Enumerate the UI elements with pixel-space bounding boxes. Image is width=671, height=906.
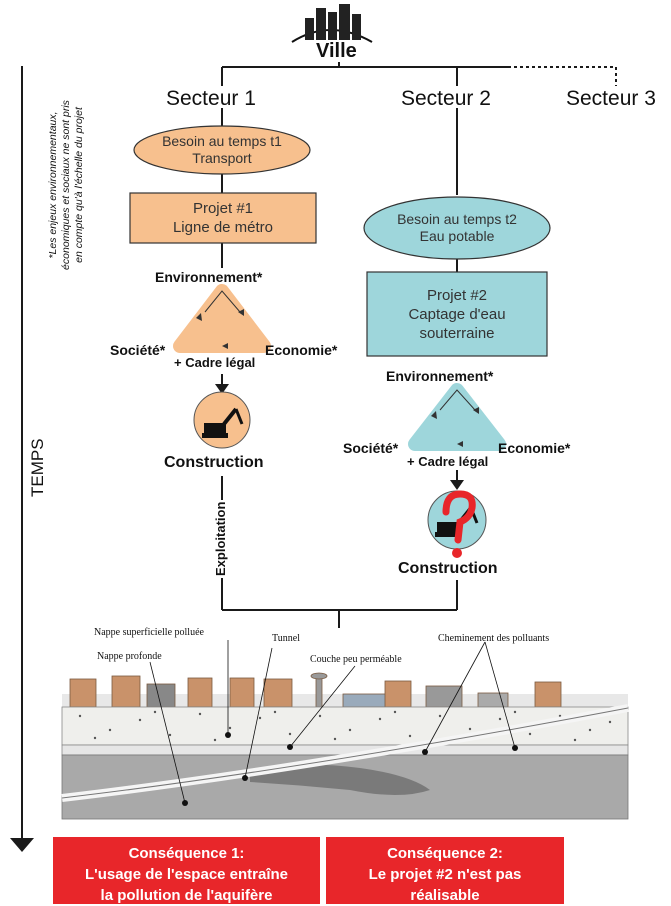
sector1-project-id: Projet #1 (192, 200, 254, 217)
label-nappe-profonde: Nappe profonde (97, 651, 162, 662)
sector1-legal-label: + Cadre légal (174, 355, 256, 370)
buildings (69, 672, 562, 708)
sector1-society-label: Société* (110, 342, 166, 358)
sector2-need-time: Besoin au temps t2 (397, 211, 517, 227)
sector1-need-time: Besoin au temps t1 (162, 133, 282, 149)
sector2-project-box (366, 271, 548, 357)
question-mark-icon (442, 490, 476, 558)
sector2-need: Besoin au temps t2 Eau potable (370, 208, 544, 248)
consequence-2-box: Conséquence 2: Le projet #2 n'est pas ré… (326, 837, 564, 904)
sector1-triangle (173, 284, 271, 353)
sector1-project-box (129, 192, 317, 244)
sector2-economy-label: Economie* (498, 440, 571, 456)
sector2-project: Projet #2 Captage d'eau souterraine (367, 272, 547, 356)
sector2-project-name-2: souterraine (419, 324, 495, 342)
sector2-society-label: Société* (343, 440, 399, 456)
sector1-project-name: Ligne de métro (172, 219, 274, 236)
sector1-economy-label: Economie* (265, 342, 338, 358)
sector1-need-type: Transport (192, 150, 252, 166)
consequence-2-title: Conséquence 2: (387, 845, 503, 862)
sector2-need-type: Eau potable (419, 228, 495, 244)
time-axis-label: TEMPS (28, 438, 47, 497)
sector2-legal-label: + Cadre légal (407, 454, 489, 469)
consequence-1-title: Conséquence 1: (128, 845, 245, 862)
excavator-icon-1 (193, 391, 251, 449)
time-axis-arrow (10, 66, 34, 852)
sector1-need-ellipse (133, 125, 311, 175)
consequence-2-line: réalisable (410, 887, 480, 904)
sector1-need: Besoin au temps t1 Transport (140, 130, 304, 170)
label-nappe-superficielle: Nappe superficielle polluée (94, 627, 204, 638)
sector2-triangle (408, 383, 506, 451)
sector-1-label: Secteur 1 (166, 87, 256, 110)
label-tunnel: Tunnel (272, 633, 300, 644)
side-note-line: en compte qu'à l'échelle du projet (73, 107, 85, 263)
sector1-project: Projet #1 Ligne de métro (130, 193, 316, 243)
city-label: Ville (316, 40, 357, 62)
sector2-env-label: Environnement* (386, 368, 494, 384)
consequence-2-line: Le projet #2 n'est pas (368, 866, 522, 883)
side-note-line: *Les enjeux environnementaux, (47, 111, 59, 259)
sector-2-label: Secteur 2 (401, 87, 491, 110)
arrow-to-construction-1 (215, 374, 229, 394)
sector2-project-name-1: Captage d'eau (408, 305, 506, 323)
sector1-construction-label: Construction (164, 454, 264, 471)
sector2-project-id: Projet #2 (426, 286, 488, 304)
sector2-need-ellipse (363, 196, 551, 260)
consequence-1-line: L'usage de l'espace entraîne (84, 866, 289, 883)
arrow-to-construction-2 (450, 470, 464, 490)
consequence-1-box: Conséquence 1: L'usage de l'espace entra… (53, 837, 320, 904)
consequence-1-line: la pollution de l'aquifère (100, 887, 273, 904)
exploitation-label: Exploitation (213, 499, 228, 578)
city-icon (291, 4, 373, 43)
label-couche: Couche peu perméable (310, 654, 402, 665)
cross-section-illustration (61, 640, 629, 820)
sector1-env-label: Environnement* (155, 269, 263, 285)
sector-3-label: Secteur 3 (566, 87, 656, 110)
side-note-line: économiques et sociaux ne sont pris (60, 100, 72, 270)
label-cheminement: Cheminement des polluants (438, 633, 550, 644)
sector2-construction-label: Construction (398, 560, 498, 577)
